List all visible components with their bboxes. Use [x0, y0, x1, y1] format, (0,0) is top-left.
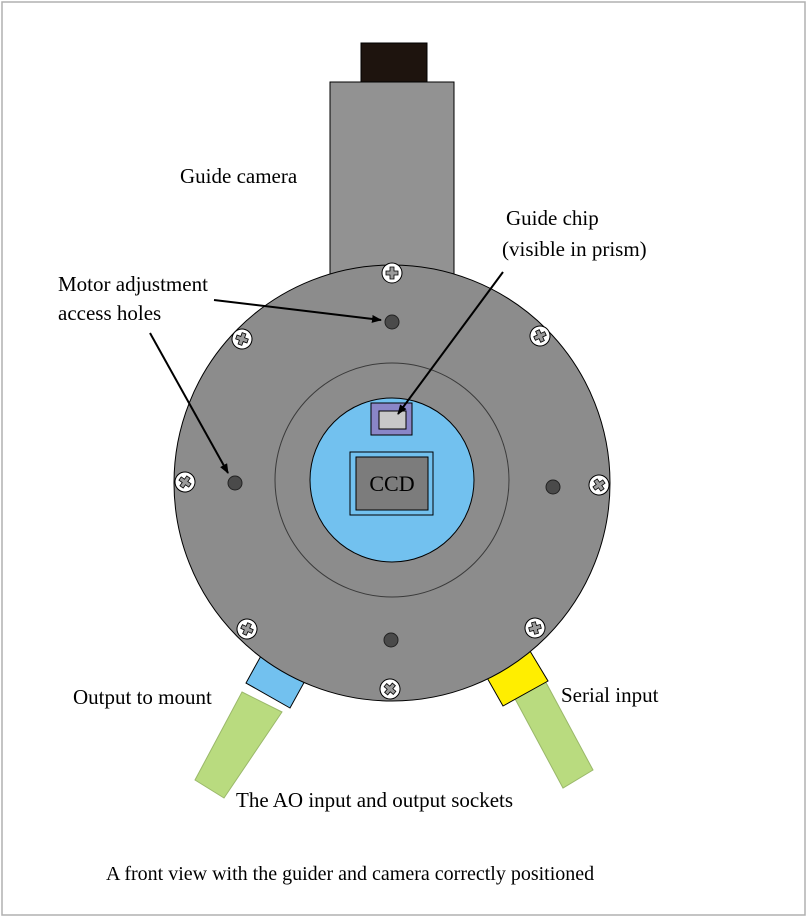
guide-camera-label: Guide camera — [180, 164, 298, 188]
motor-holes-label-line2: access holes — [58, 301, 161, 325]
access-hole — [384, 314, 400, 330]
access-hole — [383, 632, 399, 648]
serial-input-label: Serial input — [561, 683, 659, 707]
access-hole — [545, 479, 561, 495]
guide-chip — [378, 410, 407, 430]
figure-caption: A front view with the guider and camera … — [106, 863, 594, 885]
screw — [381, 262, 403, 284]
screw — [524, 617, 546, 639]
screw — [174, 471, 196, 493]
sockets-label: The AO input and output sockets — [236, 788, 513, 812]
optical-ring — [274, 362, 510, 598]
guide-chip-label-line2: (visible in prism) — [502, 237, 647, 261]
arrow-to-guide-chip — [397, 271, 504, 415]
ccd-outline — [349, 451, 434, 516]
screw — [236, 618, 258, 640]
screw — [529, 325, 551, 347]
arrow-to-top-hole — [213, 299, 382, 323]
motor-access-holes — [227, 314, 561, 648]
screw — [231, 328, 253, 350]
mounting-screws — [174, 262, 610, 700]
output-to-mount-label: Output to mount — [73, 685, 212, 709]
motor-holes-label-line1: Motor adjustment — [58, 272, 208, 296]
ccd-chip — [355, 456, 429, 511]
screw — [379, 678, 401, 700]
arrow-to-left-hole — [149, 332, 229, 474]
output-cable — [194, 691, 283, 799]
access-hole — [227, 475, 243, 491]
screw — [588, 474, 610, 496]
guide-chip-label-line1: Guide chip — [506, 206, 599, 230]
guide-camera-cap — [360, 42, 428, 84]
ccd-label: CCD — [369, 471, 414, 496]
